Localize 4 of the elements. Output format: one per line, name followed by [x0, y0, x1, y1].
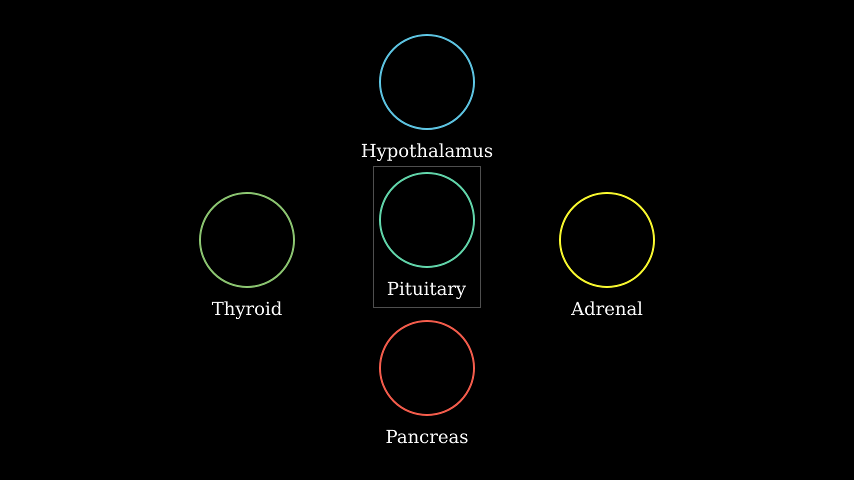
highlight-frame	[373, 166, 481, 308]
node-label: Pituitary	[386, 280, 466, 300]
node-label: Thyroid	[212, 300, 282, 320]
node-label: Hypothalamus	[360, 142, 494, 162]
